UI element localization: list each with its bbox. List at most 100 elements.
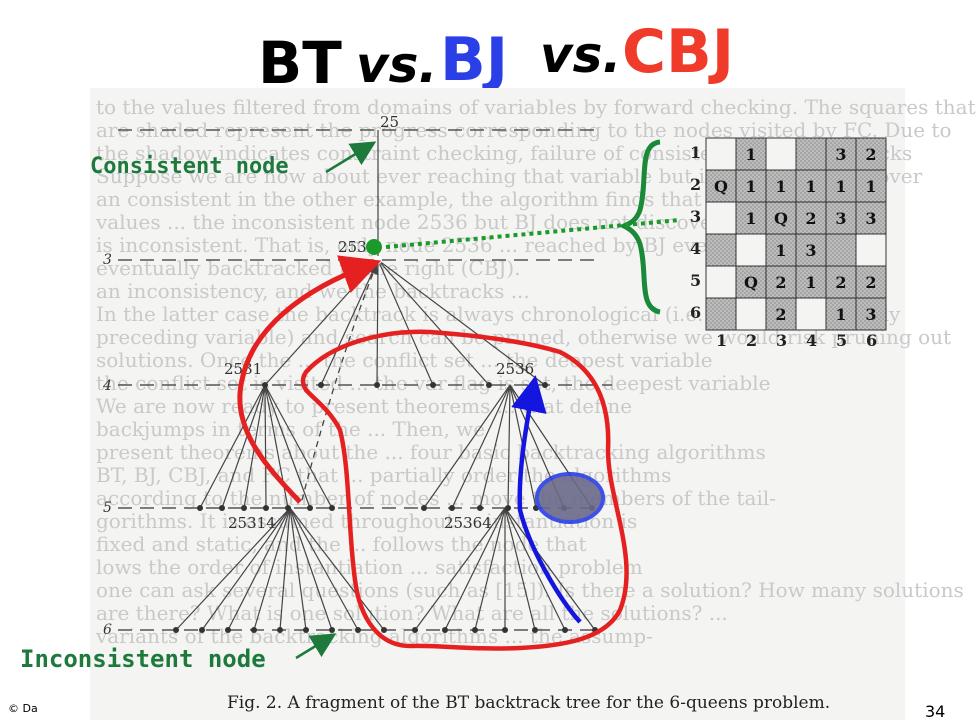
title-bj: BJ	[440, 25, 509, 95]
tree-edge	[289, 507, 385, 631]
level-number: 5	[103, 500, 112, 516]
col-number: 3	[776, 331, 787, 350]
level-number: 6	[103, 622, 112, 638]
tree-node	[449, 505, 455, 511]
consistent-node-marker	[366, 239, 382, 255]
tree-node-253	[374, 256, 382, 264]
tree-edge	[289, 507, 359, 631]
board-cell	[765, 137, 797, 171]
tree-edge	[320, 259, 379, 386]
tree-edge	[377, 259, 546, 386]
board-cell-value: 1	[745, 145, 756, 164]
board-cell-value: 1	[835, 177, 846, 196]
tree-edge	[504, 507, 566, 631]
slide-title: BT vs. BJ vs. CBJ	[0, 18, 960, 98]
tree-edge	[376, 259, 379, 386]
tree-edge	[504, 507, 536, 631]
title-bt: BT	[258, 29, 342, 97]
inconsistent-node-label: Inconsistent node	[20, 645, 266, 673]
board-cell	[765, 169, 797, 203]
board-cell	[795, 169, 827, 203]
board-cell-value: 3	[865, 209, 876, 228]
board-cell-value: 1	[745, 177, 756, 196]
scan-text-line: In the latter case the backtrack is alwa…	[96, 302, 901, 326]
cbj-region-outline	[300, 329, 629, 651]
consistent-label-arrow	[325, 141, 377, 174]
tree-node	[318, 382, 324, 388]
tree-node	[477, 505, 483, 511]
title-cbj: CBJ	[622, 17, 735, 87]
tree-node	[173, 627, 179, 633]
board-cell-value: 3	[835, 145, 846, 164]
node-label-253: 253	[338, 238, 367, 256]
node-label-25: 25	[380, 113, 399, 131]
board-cell-value: 1	[775, 177, 786, 196]
tree-node	[472, 627, 478, 633]
tree-edge	[199, 384, 266, 509]
tree-node	[486, 382, 492, 388]
board-cell-value: 1	[805, 177, 816, 196]
tree-node	[542, 382, 548, 388]
tree-edge	[264, 384, 289, 509]
tree-node	[219, 505, 225, 511]
copyright-text: © Da	[8, 702, 38, 715]
board-cell	[705, 201, 737, 235]
tree-node	[502, 627, 508, 633]
col-number: 2	[746, 331, 757, 350]
tree-node	[421, 505, 427, 511]
col-number: 1	[716, 331, 727, 350]
board-cell	[765, 233, 797, 267]
row-number: 2	[690, 175, 701, 194]
tree-node	[199, 627, 205, 633]
node-label-25364: 25364	[444, 514, 492, 532]
board-cell-value: 1	[775, 241, 786, 260]
tree-edge	[227, 507, 291, 631]
title-vs-2: vs.	[540, 26, 622, 84]
board-col-numbers: 1 2 3 4 5 6	[716, 331, 877, 350]
node-label-25314: 25314	[228, 514, 276, 532]
tree-node	[197, 505, 203, 511]
board-cell	[795, 233, 827, 267]
board-cell	[705, 297, 737, 331]
level-number: 3	[103, 252, 112, 268]
scan-text-line: backjumps in terms of the ... Then, we	[96, 417, 486, 441]
tree-edge	[377, 259, 434, 386]
board-cell-value: 2	[775, 305, 786, 324]
tree-nodes	[173, 256, 598, 633]
board-cell	[855, 265, 887, 299]
tree-node	[263, 505, 269, 511]
board-cell	[705, 137, 737, 171]
row-number: 5	[690, 271, 701, 290]
tree-node	[505, 505, 511, 511]
row-number: 4	[690, 239, 701, 258]
node-label-2536: 2536	[496, 360, 534, 378]
tree-edge	[423, 384, 511, 509]
scan-text-line: fixed and static, and the ... follows th…	[96, 532, 587, 556]
tree-edge	[264, 384, 333, 509]
col-number: 4	[806, 331, 817, 350]
board-cell-value: 2	[835, 273, 846, 292]
scan-text-line: an consistent in the other example, the …	[96, 187, 754, 211]
tree-edge	[264, 384, 267, 509]
backtrack-dashed-arrow	[301, 263, 378, 501]
board-cell-value: 1	[745, 209, 756, 228]
col-number: 5	[836, 331, 847, 350]
board-cell	[705, 169, 737, 203]
tree-node	[374, 382, 380, 388]
board-cell-value: Q	[744, 273, 758, 292]
tree-edge	[201, 507, 291, 631]
tree-node	[442, 627, 448, 633]
scan-text-line: to the values filtered from domains of v…	[96, 95, 976, 119]
tree-node	[412, 627, 418, 633]
board-cell-value: 3	[865, 305, 876, 324]
tree-edge	[377, 259, 490, 386]
board-cell	[855, 297, 887, 331]
scan-text-line: values ... the inconsistent node 2536 bu…	[96, 210, 869, 234]
scan-text-line: is inconsistent. That is, only node 2536…	[96, 233, 842, 257]
bj-highlight-ellipse	[535, 472, 605, 524]
tree-edge	[221, 384, 266, 509]
tree-edge	[264, 259, 379, 386]
board-cell-value: 2	[775, 273, 786, 292]
tree-edge	[253, 507, 291, 631]
